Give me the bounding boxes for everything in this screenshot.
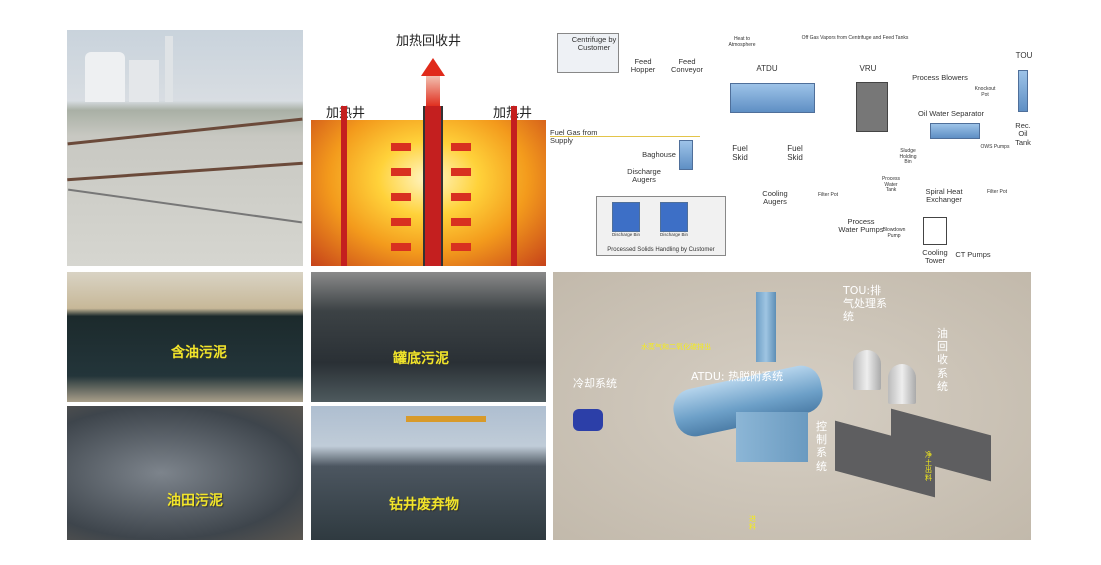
label-solids-handling: Processed Solids Handling by Customer [607, 247, 715, 253]
heat-arrow [391, 218, 411, 226]
heat-arrow [451, 168, 471, 176]
stack [165, 36, 173, 102]
baghouse [679, 140, 693, 170]
discharge-bin [660, 202, 688, 232]
pipe [67, 161, 303, 182]
label-fuel-gas: Fuel Gas from Supply [550, 128, 598, 146]
heat-arrow [451, 243, 471, 251]
label-centrifuge: Centrifuge by Customer [571, 35, 617, 53]
cooling-tower [923, 217, 947, 245]
label-offgas: Off Gas Vapors from Centrifuge and Feed … [801, 35, 909, 41]
label-knockout-pot: Knockout Pot [974, 86, 996, 98]
caption-oily-sludge: 含油污泥 [171, 345, 227, 361]
label-tou: TOU [1015, 51, 1033, 60]
drilling-waste-photo: 钻井废弃物 [311, 406, 546, 540]
label-filter-pot-1: Filter Pot [818, 192, 839, 198]
up-arrow-shaft [426, 76, 440, 106]
label-cooling-tower: Cooling Tower [922, 248, 948, 265]
label-feed-conveyor: Feed Conveyor [670, 57, 704, 75]
oily-sludge-photo: 含油污泥 [67, 272, 303, 402]
heating-well-right [511, 106, 517, 266]
heat-arrow [451, 143, 471, 151]
pipe [67, 117, 303, 146]
process-flow-diagram: Centrifuge by Customer Feed Hopper Feed … [550, 28, 1040, 265]
label-discharge-augers: Discharge Augers [627, 167, 661, 185]
label-blowdown-pump: Blowdown Pump [882, 227, 906, 239]
label-fuel-skid-1: Fuel Skid [732, 144, 748, 162]
control-room [736, 412, 808, 462]
heating-well-left [341, 106, 347, 266]
heat-arrow [391, 143, 411, 151]
atdu-plant-render: TOU:排气处理系统 油回收系统 水蒸气和二氧化碳排出 ATDU: 热脱附系统 … [553, 272, 1031, 540]
vru-unit [856, 82, 888, 132]
caption-drilling-waste: 钻井废弃物 [389, 497, 459, 513]
label-process-blowers: Process Blowers [912, 73, 968, 82]
atdu-drum [730, 83, 815, 113]
label-process-water-tank: Process Water Tank [881, 176, 901, 193]
label-soil-out: 净土出料 [925, 451, 932, 483]
discharge-bin [612, 202, 640, 232]
recovery-well [423, 106, 443, 266]
storage-tank [85, 52, 125, 102]
tou-stack [756, 292, 776, 362]
label-spiral-hx: Spiral Heat Exchanger [925, 187, 963, 205]
tank-bottom-sludge-photo: 罐底污泥 [311, 272, 546, 402]
oil-tank [853, 350, 881, 390]
heating-well-diagram: 加热回收井 加热井 加热井 [311, 28, 546, 266]
label-fuel-skid-2: Fuel Skid [787, 144, 803, 162]
tou-stack [1018, 70, 1028, 112]
label-feed: 进料 [749, 515, 756, 531]
centrifuge-box [557, 33, 619, 73]
caption-oilfield-sludge: 油田污泥 [167, 493, 223, 509]
label-oil-recovery: 油回收系统 [937, 327, 948, 393]
storage-tank [129, 60, 159, 102]
pipe [68, 188, 302, 224]
heat-arrow [391, 243, 411, 251]
label-atdu: ATDU [756, 64, 778, 73]
cooling-motor [573, 409, 603, 431]
up-arrow-icon [421, 58, 445, 76]
site-photo [67, 30, 303, 266]
label-cooling-augers: Cooling Augers [762, 189, 788, 207]
label-heat-atmosphere: Heat to Atmosphere [728, 36, 756, 48]
heat-arrow [391, 168, 411, 176]
label-cooling: 冷却系统 [573, 377, 617, 390]
label-rec-oil-tank: Rec. Oil Tank [1015, 121, 1031, 147]
label-bin-2: Discharge Bin [659, 232, 688, 237]
heat-arrow [451, 193, 471, 201]
label-tou: TOU:排气处理系统 [843, 284, 887, 324]
label-baghouse: Baghouse [642, 150, 676, 159]
label-vru: VRU [859, 64, 877, 73]
gantry-crane [406, 416, 486, 422]
label-sludge-bin: Sludge Holding Bin [899, 148, 917, 165]
fuel-gas-line [550, 136, 700, 137]
label-steam-co2: 水蒸气和二氧化碳排出 [641, 343, 711, 351]
heat-arrow [451, 218, 471, 226]
label-feed-hopper: Feed Hopper [630, 57, 656, 75]
label-atdu: ATDU: 热脱附系统 [691, 370, 784, 383]
label-ows-pumps: OWS Pumps [980, 144, 1010, 150]
label-filter-pot-2: Filter Pot [987, 189, 1008, 195]
heat-arrow [391, 193, 411, 201]
oil-water-separator [930, 123, 980, 139]
oilfield-sludge-photo: 油田污泥 [67, 406, 303, 540]
label-oil-water-separator: Oil Water Separator [918, 109, 984, 118]
label-control: 控制系统 [816, 420, 827, 473]
label-bin-1: Discharge Bin [611, 232, 640, 237]
label-process-water-pumps: Process Water Pumps [838, 217, 884, 235]
label-ct-pumps: CT Pumps [955, 250, 991, 259]
caption-tank-bottom-sludge: 罐底污泥 [393, 351, 449, 367]
oil-tank [888, 364, 916, 404]
diagram-title: 加热回收井 [396, 34, 462, 49]
